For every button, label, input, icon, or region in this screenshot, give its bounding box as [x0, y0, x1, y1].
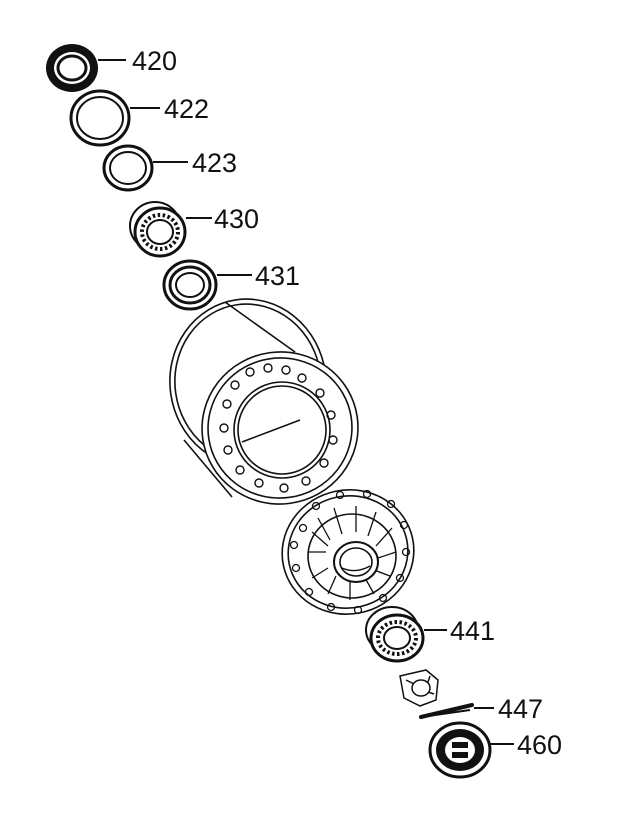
- part-430-bearing: 430: [129, 201, 259, 258]
- part-number-441: 441: [450, 616, 495, 646]
- part-number-420: 420: [132, 46, 177, 76]
- part-423-ring: 423: [102, 144, 237, 192]
- part-460-hub-cap: 460: [428, 721, 562, 779]
- part-447-cotter-pin: 447: [419, 694, 543, 724]
- part-number-423: 423: [192, 148, 237, 178]
- part-number-447: 447: [498, 694, 543, 724]
- part-number-431: 431: [255, 261, 300, 291]
- brake-drum: [169, 298, 359, 505]
- part-431-bearing-race: 431: [162, 259, 300, 311]
- part-number-422: 422: [164, 94, 209, 124]
- part-441-bearing: 441: [365, 606, 495, 663]
- part-number-460: 460: [517, 730, 562, 760]
- part-number-430: 430: [214, 204, 259, 234]
- part-420-oil-seal: 420: [46, 44, 177, 92]
- part-422-ring: 422: [69, 89, 209, 147]
- spindle-nut: [399, 669, 439, 707]
- wheel-hub: [281, 489, 415, 615]
